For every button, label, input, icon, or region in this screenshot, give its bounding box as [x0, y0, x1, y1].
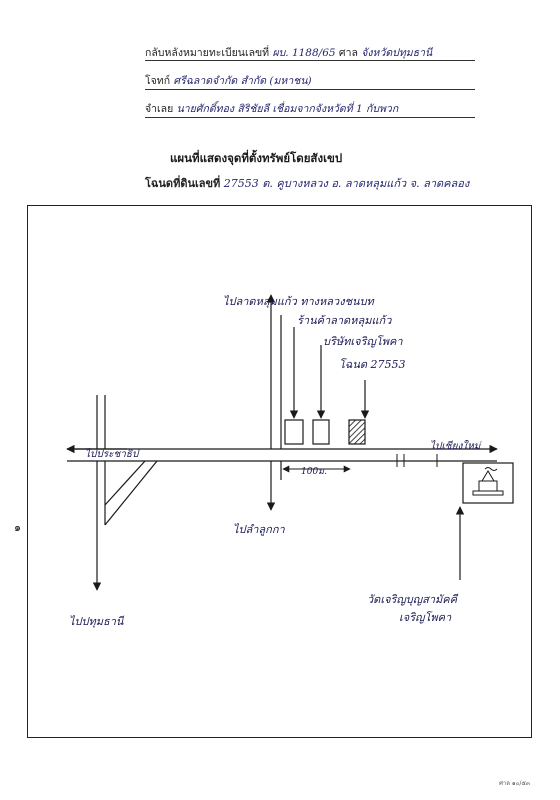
- distance-label: 100ม.: [301, 467, 327, 477]
- district: อ. ลาดหลุมแก้ว: [331, 177, 407, 190]
- left-vertical-road: [92, 395, 158, 591]
- page-title: แผนที่แสดงจุดที่ตั้งทรัพย์โดยสังเขป: [170, 151, 343, 165]
- court-value: จังหวัดปทุมธานี: [361, 47, 433, 59]
- deed-line: โฉนดที่ดินเลขที่ 27553 ต. คูบางหลวง อ. ล…: [145, 174, 469, 192]
- defendant-label: จำเลย: [145, 103, 174, 115]
- header-line-3: จำเลย นายศักดิ์ทอง สิริชัยลี เชื่อมจากจั…: [145, 100, 398, 117]
- court-label: ศาล: [338, 47, 358, 59]
- company-building: [312, 419, 330, 445]
- plaintiff-value: ศรีฉลาดจำกัด สำกัด (มหาชน): [173, 75, 312, 87]
- landmark-label-2: เจริญโพคา: [399, 611, 452, 624]
- footer-code: ศาล ๑๐/๕๓: [499, 780, 530, 787]
- side-margin-mark: ๑: [14, 521, 21, 534]
- header-line-1: กลับหลังหมายทะเบียนเลขที่ ผบ. 1188/65 ศา…: [145, 44, 432, 61]
- underline-1: [145, 60, 475, 61]
- map-frame: [27, 205, 532, 738]
- plaintiff-label: โจทก์: [145, 75, 171, 87]
- middle-vertical-road: [266, 294, 282, 511]
- company-label: บริษัทเจริญโพคา: [323, 335, 403, 348]
- north-destination-label: ไปลาดหลุมแก้ว ทางหลวงชนบท: [223, 295, 375, 308]
- case-number-label: กลับหลังหมายทะเบียนเลขที่: [145, 47, 270, 59]
- header-line-2: โจทก์ ศรีฉลาดจำกัด สำกัด (มหาชน): [145, 72, 312, 89]
- province: จ. ลาดคลอง: [409, 177, 470, 190]
- south-destination-label: ไปลำลูกกา: [233, 523, 285, 536]
- location-map: ไปลาดหลุมแก้ว ทางหลวงชนบท ร้านค้าลาดหลุม…: [66, 294, 514, 628]
- underline-2: [145, 89, 475, 90]
- road-marks: [396, 454, 438, 467]
- road-right-label: ไปเชียงใหม่: [430, 440, 482, 452]
- deed-number: 27553: [223, 177, 259, 190]
- defendant-value: นายศักดิ์ทอง สิริชัยลี เชื่อมจากจังหวัดท…: [176, 103, 399, 115]
- temple-landmark: [462, 462, 514, 504]
- southwest-destination-label: ไปปทุมธานี: [69, 615, 125, 628]
- subdistrict: ต. คูบางหลวง: [262, 177, 328, 190]
- road-left-label: ไปประชาธิป: [85, 448, 140, 460]
- deed-label: โฉนดที่ดินเลขที่: [145, 177, 221, 190]
- case-number-value: ผบ. 1188/65: [272, 47, 336, 59]
- shop-label: ร้านค้าลาดหลุมแก้ว: [297, 314, 392, 327]
- landmark-label-1: วัดเจริญบุญสามัคคี: [367, 593, 459, 606]
- plot-27553: [348, 419, 366, 445]
- underline-3: [145, 117, 475, 118]
- plot-label: โฉนด 27553: [339, 358, 406, 371]
- shop-building: [284, 419, 304, 445]
- main-road: [67, 444, 498, 462]
